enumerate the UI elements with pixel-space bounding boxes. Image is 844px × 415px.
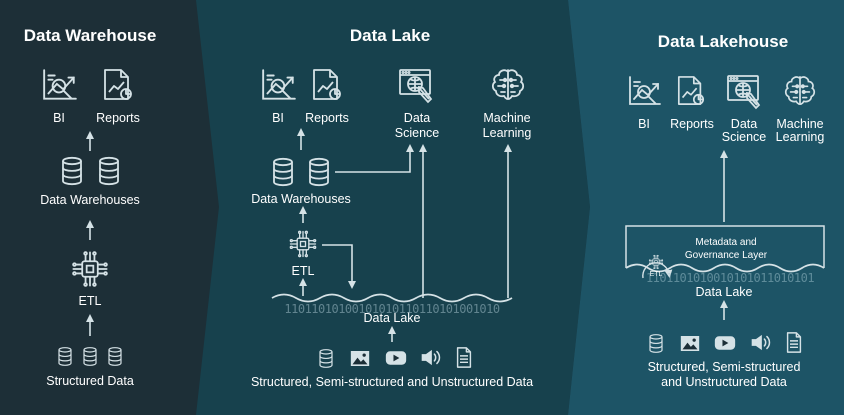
etl-cycle-ring — [642, 262, 673, 279]
lakehouse-data-science-label-1: Data — [730, 117, 758, 131]
lake-data-science-label-2: Science — [394, 126, 440, 140]
database-icon — [318, 348, 334, 369]
warehouse-data-warehouses-label: Data Warehouses — [40, 193, 140, 207]
data-science-icon — [726, 74, 764, 110]
report-icon — [102, 68, 134, 102]
video-icon — [385, 349, 407, 367]
lakehouse-title: Data Lakehouse — [657, 32, 789, 51]
lakehouse-etl-label: ETL — [649, 271, 663, 278]
lake-data-science-label-1: Data — [403, 111, 431, 125]
lake-sources-label: Structured, Semi-structured and Unstruct… — [250, 375, 534, 389]
warehouse-etl-label: ETL — [78, 294, 102, 308]
machine-learning-brain-icon — [490, 68, 526, 102]
database-icon — [60, 156, 84, 186]
database-icon — [97, 156, 121, 186]
bi-chart-icon — [41, 68, 79, 102]
lakehouse-ml-label-2: Learning — [775, 130, 825, 144]
lake-bi-label: BI — [272, 111, 284, 125]
arrow-lake-wh-to-ds — [335, 144, 414, 173]
panel-lakehouse — [568, 0, 844, 415]
lake-reports-label: Reports — [305, 111, 349, 125]
lakehouse-sources-label-1: Structured, Semi-structured — [647, 360, 801, 374]
etl-chip-icon — [288, 229, 318, 259]
lake-binary-stream: 11011010100101010110110101001010 — [284, 302, 500, 316]
lakehouse-data-lake-label: Data Lake — [695, 285, 753, 299]
lakehouse-binary-stream: 1101101010010101011010101 — [645, 271, 815, 285]
lake-ml-label-2: Learning — [482, 126, 532, 140]
document-icon — [786, 332, 802, 353]
database-icon — [57, 346, 73, 367]
image-icon — [680, 335, 700, 352]
database-icon — [82, 346, 98, 367]
lakehouse-wave-line — [625, 263, 825, 273]
connector-arrows — [86, 128, 728, 342]
warehouse-structured-label: Structured Data — [46, 374, 134, 388]
database-icon — [648, 333, 664, 354]
etl-chip-icon — [70, 249, 110, 289]
lake-ml-label-1: Machine — [483, 111, 531, 125]
warehouse-title: Data Warehouse — [23, 26, 157, 45]
bi-chart-icon — [627, 75, 663, 107]
warehouse-reports-label: Reports — [96, 111, 140, 125]
image-icon — [350, 350, 370, 367]
lakehouse-data-science-label-2: Science — [721, 130, 767, 144]
lakehouse-bi-label: BI — [638, 117, 650, 131]
bi-chart-icon — [260, 68, 298, 102]
lakehouse-ml-label-1: Machine — [776, 117, 824, 131]
database-icon — [107, 346, 123, 367]
report-icon — [676, 75, 706, 107]
etl-chip-icon — [648, 254, 664, 270]
audio-icon — [420, 348, 442, 367]
database-icon — [271, 157, 295, 187]
lake-wave-line — [271, 293, 513, 303]
database-icon — [307, 157, 331, 187]
machine-learning-brain-icon — [783, 75, 817, 107]
report-icon — [311, 68, 343, 102]
lake-title: Data Lake — [349, 26, 431, 45]
lakehouse-reports-label: Reports — [670, 117, 714, 131]
lake-etl-label: ETL — [291, 264, 315, 278]
video-icon — [714, 334, 736, 352]
data-science-icon — [398, 68, 436, 104]
metadata-layer-label-1: Metadata and — [695, 237, 757, 248]
lakehouse-sources-label-2: and Unstructured Data — [661, 375, 787, 389]
warehouse-bi-label: BI — [53, 111, 65, 125]
panel-lake — [196, 0, 590, 415]
document-icon — [456, 347, 472, 368]
lake-data-lake-label: Data Lake — [363, 311, 421, 325]
metadata-layer-label-2: Governance Layer — [684, 250, 768, 261]
lake-data-warehouses-label: Data Warehouses — [251, 192, 351, 206]
audio-icon — [750, 333, 772, 352]
arrow-etl-to-lake — [322, 244, 356, 289]
metadata-layer-box — [625, 225, 825, 268]
